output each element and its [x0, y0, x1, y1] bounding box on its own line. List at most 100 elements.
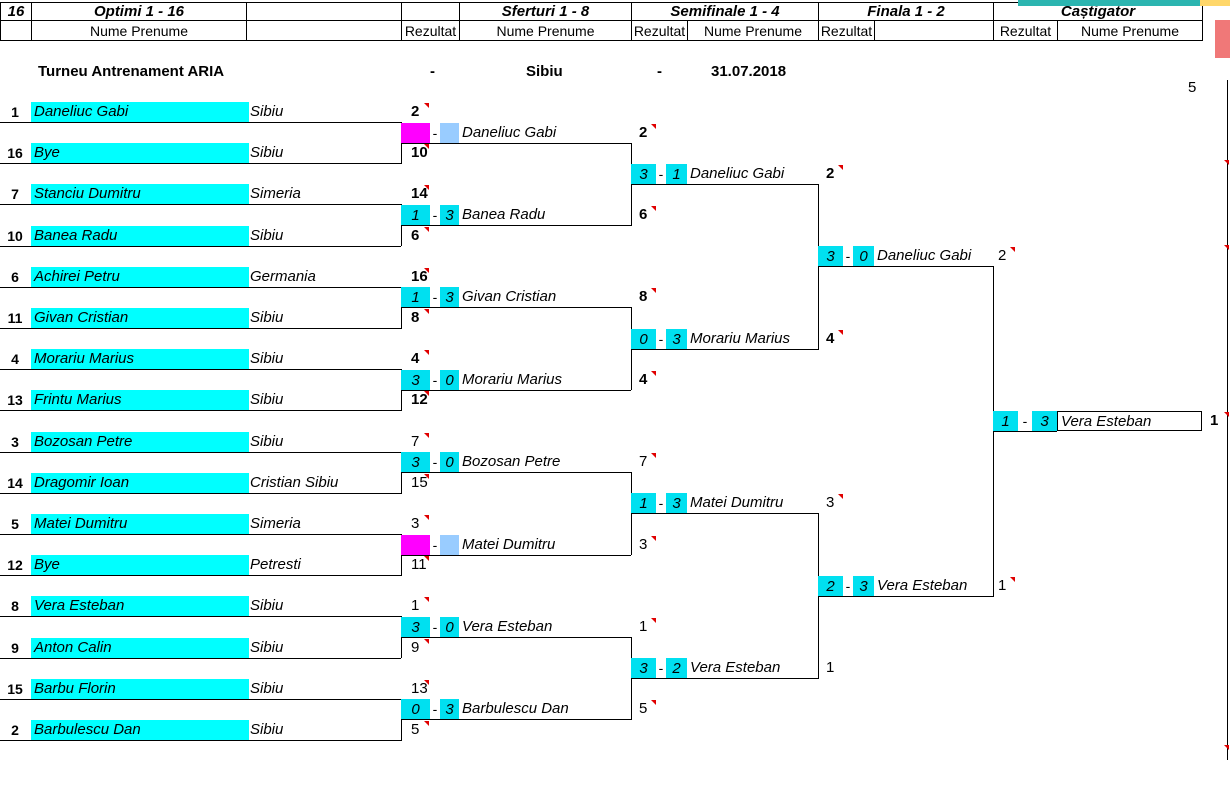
- sf-player-name[interactable]: Matei Dumitru: [690, 494, 784, 511]
- player-name[interactable]: Frintu Marius: [31, 390, 249, 410]
- player-row-line: [0, 328, 401, 329]
- qf-player-name[interactable]: Matei Dumitru: [462, 536, 556, 553]
- comment-marker: [838, 165, 843, 170]
- comment-marker: [651, 288, 656, 293]
- title-separator-2: -: [657, 63, 662, 80]
- sf-score-right: 1: [666, 164, 687, 184]
- comment-marker: [424, 268, 429, 273]
- qf-player-name[interactable]: Morariu Marius: [462, 371, 563, 388]
- qf-player-name[interactable]: Daneliuc Gabi: [462, 124, 557, 141]
- player-seed: 7: [11, 186, 19, 202]
- player-city: Sibiu: [250, 433, 284, 450]
- qf-player-name[interactable]: Banea Radu: [462, 206, 546, 223]
- player-name[interactable]: Barbulescu Dan: [31, 720, 249, 740]
- player-city: Sibiu: [250, 391, 284, 408]
- qf-score-right: 3: [440, 287, 459, 307]
- qf-rank: 6: [639, 206, 648, 223]
- player-city: Sibiu: [250, 597, 284, 614]
- player-name[interactable]: Daneliuc Gabi: [31, 102, 249, 122]
- qf-score-left: 3: [401, 370, 430, 390]
- player-name[interactable]: Dragomir Ioan: [31, 473, 249, 493]
- qf-player-name[interactable]: Bozosan Petre: [462, 453, 561, 470]
- player-row-line: [0, 452, 401, 453]
- final-player-name[interactable]: Vera Esteban: [877, 577, 968, 594]
- comment-marker: [651, 536, 656, 541]
- player-row-line: [0, 369, 401, 370]
- player-seed: 2: [11, 722, 19, 738]
- player-rank: 9: [411, 639, 420, 656]
- player-row-line: [0, 534, 401, 535]
- final-line: [818, 266, 993, 267]
- player-seed: 6: [11, 269, 19, 285]
- teal-bar-decoration: [1018, 0, 1200, 6]
- sf-rank: 1: [826, 659, 835, 676]
- final-player-name[interactable]: Daneliuc Gabi: [877, 247, 972, 264]
- player-city: Germania: [250, 268, 316, 285]
- sf-score-right: 2: [666, 658, 687, 678]
- sf-rank: 4: [826, 330, 835, 347]
- player-rank: 7: [411, 433, 420, 450]
- comment-marker: [651, 618, 656, 623]
- player-name[interactable]: Barbu Florin: [31, 679, 249, 699]
- sf-player-name[interactable]: Vera Esteban: [690, 659, 781, 676]
- yellow-bar-decoration: [1200, 0, 1230, 6]
- qf-score-dash: -: [432, 454, 438, 470]
- comment-marker: [651, 453, 656, 458]
- qf-score-right: 3: [440, 699, 459, 719]
- player-city: Sibiu: [250, 680, 284, 697]
- player-name[interactable]: Anton Calin: [31, 638, 249, 658]
- qf-score-left: 1: [401, 287, 430, 307]
- player-name[interactable]: Banea Radu: [31, 226, 249, 246]
- qf-line: [401, 637, 631, 638]
- qf-rank: 2: [639, 124, 648, 141]
- final-score-right: 0: [853, 246, 874, 266]
- qf-player-name[interactable]: Givan Cristian: [462, 288, 557, 305]
- sf-score-left: 3: [631, 658, 656, 678]
- player-name[interactable]: Givan Cristian: [31, 308, 249, 328]
- header-result-sf: Rezultat: [818, 21, 874, 41]
- qf-score-dash: -: [432, 372, 438, 388]
- player-city: Sibiu: [250, 103, 284, 120]
- player-name[interactable]: Vera Esteban: [31, 596, 249, 616]
- qf-player-name[interactable]: Barbulescu Dan: [462, 700, 569, 717]
- champion-score-right: 3: [1032, 411, 1057, 431]
- player-name[interactable]: Bye: [31, 143, 249, 163]
- sf-player-name[interactable]: Daneliuc Gabi: [690, 165, 785, 182]
- qf-score-dash: -: [432, 701, 438, 717]
- qf-line: [401, 143, 631, 144]
- player-name[interactable]: Bye: [31, 555, 249, 575]
- comment-marker: [424, 350, 429, 355]
- player-row-line: [0, 204, 401, 205]
- player-row-line: [0, 287, 401, 288]
- sf-rank: 2: [826, 165, 835, 182]
- r1-connector: [401, 699, 402, 741]
- qf-score-right: [440, 535, 459, 555]
- tournament-location: Sibiu: [526, 63, 563, 80]
- header-quarterfinals: Sferturi 1 - 8: [459, 2, 631, 21]
- player-row-line: [0, 410, 401, 411]
- comment-marker: [424, 680, 429, 685]
- sf-player-name[interactable]: Morariu Marius: [690, 330, 791, 347]
- qf-player-name[interactable]: Vera Esteban: [462, 618, 553, 635]
- player-name[interactable]: Bozosan Petre: [31, 432, 249, 452]
- player-row-line: [0, 658, 401, 659]
- comment-marker: [1224, 412, 1229, 417]
- comment-marker: [838, 494, 843, 499]
- player-rank: 11: [411, 556, 427, 573]
- player-rank: 4: [411, 350, 420, 367]
- qf-score-right: 3: [440, 205, 459, 225]
- qf-line: [401, 472, 631, 473]
- player-name[interactable]: Stanciu Dumitru: [31, 184, 249, 204]
- champion-name[interactable]: Vera Esteban: [1057, 411, 1202, 431]
- player-seed: 12: [7, 557, 23, 573]
- player-rank: 13: [411, 680, 428, 697]
- header-empty-2: [401, 2, 459, 21]
- comment-marker: [424, 185, 429, 190]
- comment-marker: [1224, 745, 1229, 750]
- tournament-title: Turneu Antrenament ARIA: [38, 63, 225, 80]
- qf-score-right: [440, 123, 459, 143]
- player-name[interactable]: Morariu Marius: [31, 349, 249, 369]
- player-row-line: [0, 122, 401, 123]
- player-name[interactable]: Matei Dumitru: [31, 514, 249, 534]
- player-name[interactable]: Achirei Petru: [31, 267, 249, 287]
